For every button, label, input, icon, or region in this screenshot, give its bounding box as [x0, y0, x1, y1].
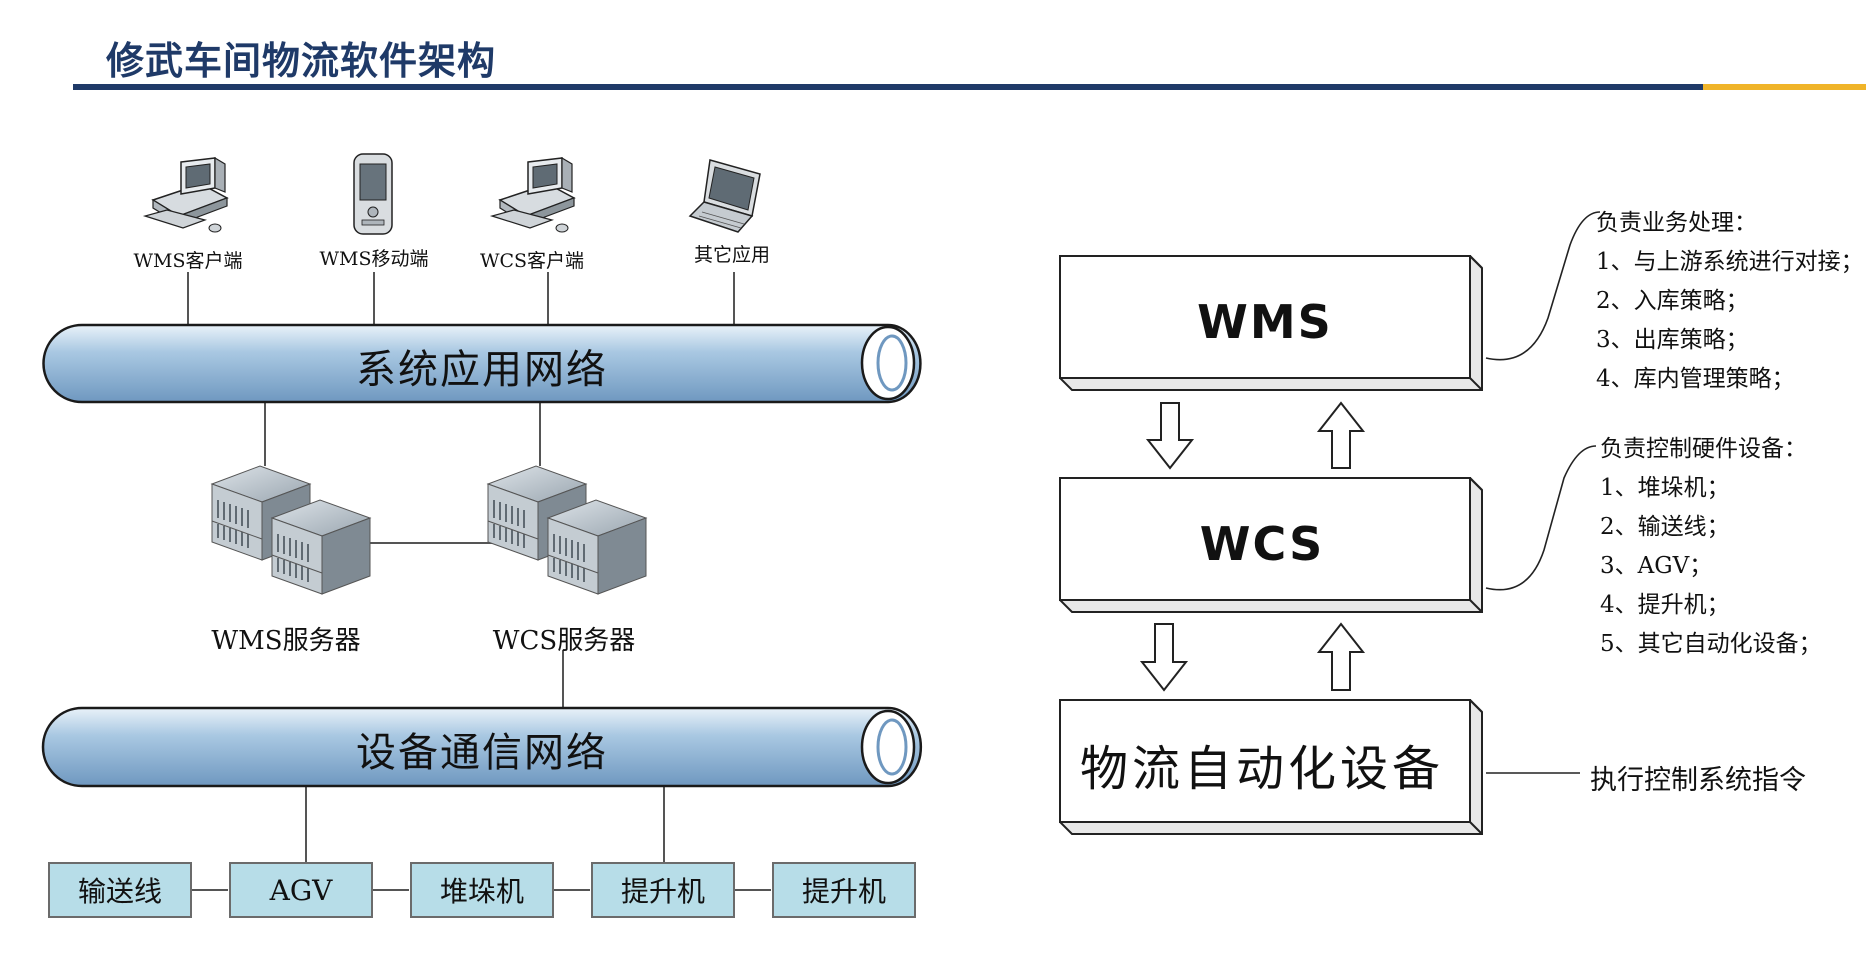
client-connectors — [187, 272, 771, 891]
device-label: 提升机 — [620, 875, 705, 908]
note-line: 负责业务处理： — [1596, 210, 1757, 236]
app-network-pipe — [42, 323, 922, 404]
automation-box — [1059, 699, 1483, 835]
wcs-box-label: WCS — [1199, 517, 1325, 571]
device-label: 输送线 — [77, 875, 162, 908]
note-line: 3、AGV； — [1600, 553, 1713, 579]
device-label: 提升机 — [801, 875, 886, 908]
device-box: 提升机 — [591, 862, 735, 918]
server-label: WCS服务器 — [492, 626, 636, 656]
wms-notes: 负责业务处理： 1、与上游系统进行对接； 2、入库策略； 3、出库策略； 4、库… — [1596, 204, 1864, 399]
client-label: WMS客户端 — [133, 250, 243, 272]
down-arrow-icon — [1139, 623, 1189, 692]
note-line: 5、其它自动化设备； — [1600, 631, 1822, 657]
device-box: 堆垛机 — [410, 862, 554, 918]
client-label: WCS客户端 — [479, 250, 585, 272]
up-arrow-icon — [1316, 622, 1366, 691]
note-line: 1、堆垛机； — [1600, 475, 1730, 501]
wms-server-rack-icon — [211, 465, 371, 595]
device-network-pipe — [41, 706, 923, 788]
page-title: 修武车间物流软件架构 — [106, 39, 497, 83]
app-network-label: 系统应用网络 — [356, 347, 608, 393]
wcs-server-rack-icon — [487, 465, 647, 595]
note-line: 3、出库策略； — [1596, 327, 1749, 353]
desktop-computer-icon — [144, 157, 228, 233]
wms-box — [1059, 255, 1483, 391]
device-network-label: 设备通信网络 — [356, 730, 608, 776]
wcs-callout-line — [1485, 445, 1597, 591]
up-arrow-icon — [1316, 401, 1366, 469]
automation-note: 执行控制系统指令 — [1590, 765, 1806, 796]
title-rule-gold — [1703, 84, 1866, 90]
note-line: 1、与上游系统进行对接； — [1596, 249, 1864, 275]
wms-callout-line — [1485, 211, 1601, 361]
wcs-box — [1059, 477, 1483, 613]
note-line: 4、库内管理策略； — [1596, 366, 1795, 392]
device-label: AGV — [269, 873, 333, 907]
automation-box-label: 物流自动化设备 — [1079, 741, 1445, 797]
device-label: 堆垛机 — [439, 875, 524, 908]
note-line: 2、输送线； — [1600, 514, 1730, 540]
wms-box-label: WMS — [1197, 295, 1333, 349]
device-box: 输送线 — [48, 862, 192, 918]
laptop-icon — [689, 159, 761, 233]
note-line: 4、提升机； — [1600, 592, 1730, 618]
desktop-computer-icon — [491, 157, 575, 233]
client-label: WMS移动端 — [319, 248, 429, 270]
device-box: 提升机 — [772, 862, 916, 918]
wcs-notes: 负责控制硬件设备： 1、堆垛机； 2、输送线； 3、AGV； 4、提升机； 5、… — [1600, 430, 1822, 664]
title-rule-blue — [73, 84, 1703, 90]
note-line: 2、入库策略； — [1596, 288, 1749, 314]
down-arrow-icon — [1145, 402, 1195, 470]
note-line: 负责控制硬件设备： — [1600, 436, 1807, 462]
client-label: 其它应用 — [693, 244, 771, 266]
handheld-device-icon — [353, 153, 393, 235]
server-label: WMS服务器 — [211, 626, 361, 656]
device-box: AGV — [229, 862, 373, 918]
